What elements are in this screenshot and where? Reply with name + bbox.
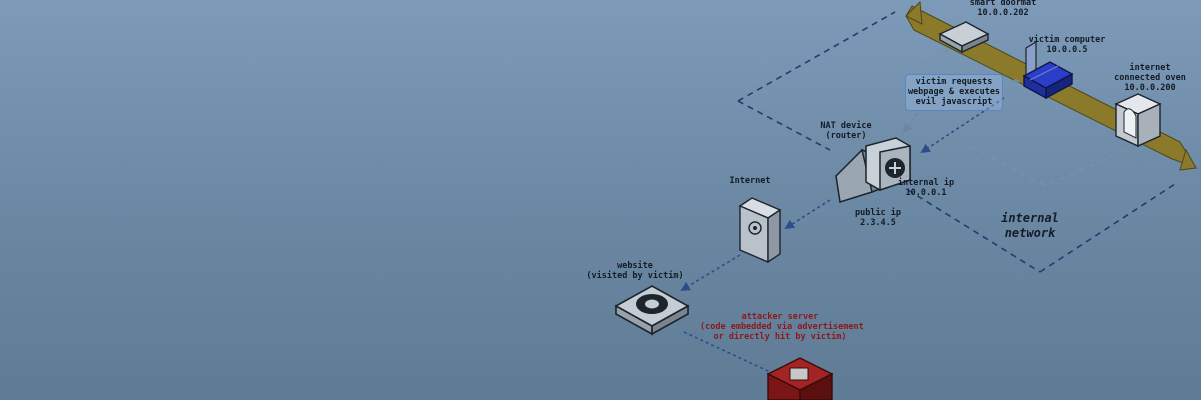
doormat-name: smart doormat bbox=[958, 0, 1048, 8]
nat-name-2: (router) bbox=[800, 131, 892, 141]
oven-ip: 10.0.0.200 bbox=[1105, 83, 1195, 93]
website-name: website bbox=[580, 261, 690, 271]
label-website: website (visited by victim) bbox=[580, 261, 690, 281]
server-icon bbox=[740, 198, 780, 262]
public-ip-label: public ip bbox=[842, 208, 914, 218]
attacker-server-icon bbox=[768, 358, 832, 400]
internal-network-label: internal network bbox=[990, 211, 1070, 241]
network-label-2: network bbox=[990, 226, 1070, 241]
callout-line-3: evil javascript bbox=[906, 97, 1002, 107]
public-ip-value: 2.3.4.5 bbox=[842, 218, 914, 228]
oven-name-2: connected oven bbox=[1105, 73, 1195, 83]
label-attacker: attacker server (code embedded via adver… bbox=[700, 312, 860, 342]
doormat-ip: 10.0.0.202 bbox=[958, 8, 1048, 18]
internet-name: Internet bbox=[718, 176, 782, 186]
label-internet: Internet bbox=[718, 176, 782, 186]
internal-ip-label: internal ip bbox=[890, 178, 962, 188]
website-note: (visited by victim) bbox=[580, 271, 690, 281]
website-gear-icon bbox=[616, 286, 688, 334]
victim-computer-name: victim computer bbox=[1022, 35, 1112, 45]
callout-victim-requests: victim requests webpage & executes evil … bbox=[905, 74, 1003, 111]
label-smart-doormat: smart doormat 10.0.0.202 bbox=[958, 0, 1048, 18]
attacker-note-1: (code embedded via advertisement bbox=[700, 322, 860, 332]
victim-computer-ip: 10.0.0.5 bbox=[1022, 45, 1112, 55]
attacker-note-2: or directly hit by victim) bbox=[700, 332, 860, 342]
attacker-name: attacker server bbox=[700, 312, 860, 322]
label-public-ip: public ip 2.3.4.5 bbox=[842, 208, 914, 228]
label-nat: NAT device (router) bbox=[800, 121, 892, 141]
label-oven: internet connected oven 10.0.0.200 bbox=[1105, 63, 1195, 93]
internal-ip-value: 10.0.0.1 bbox=[890, 188, 962, 198]
oven-name-1: internet bbox=[1105, 63, 1195, 73]
callout-line-1: victim requests bbox=[906, 77, 1002, 87]
network-label-1: internal bbox=[990, 211, 1070, 226]
nat-name-1: NAT device bbox=[800, 121, 892, 131]
label-victim-computer: victim computer 10.0.0.5 bbox=[1022, 35, 1112, 55]
oven-icon bbox=[1116, 94, 1160, 146]
label-internal-ip: internal ip 10.0.0.1 bbox=[890, 178, 962, 198]
callout-line-2: webpage & executes bbox=[906, 87, 1002, 97]
